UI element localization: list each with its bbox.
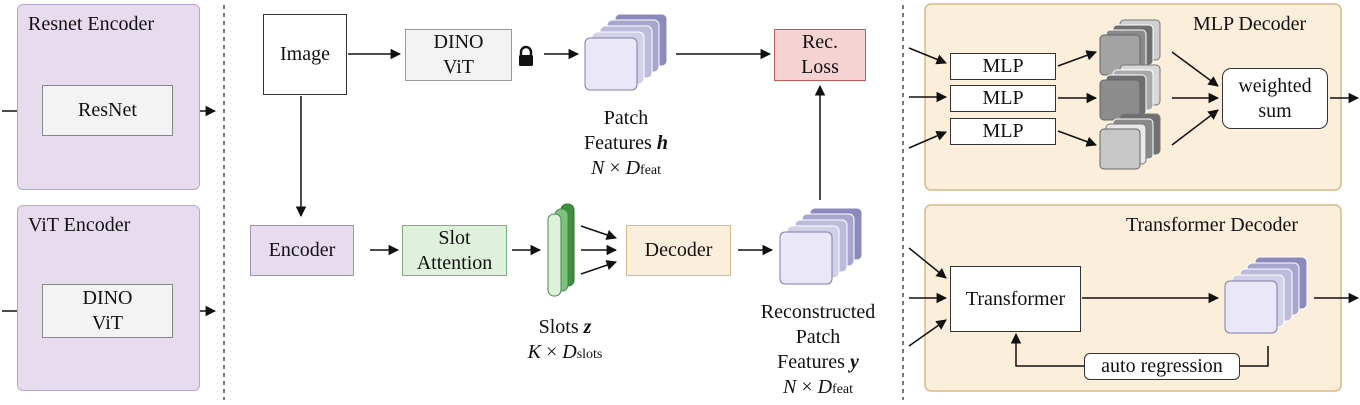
slots-text: Slots <box>538 316 579 338</box>
stack-to-sum-arrow-1 <box>1171 51 1219 87</box>
patch-dim-times: × <box>609 157 621 179</box>
recon-dim-sub: feat <box>832 382 854 397</box>
image-box: Image <box>263 14 347 95</box>
patch-features-label: Patch Features h N × Dfeat <box>546 106 706 183</box>
slots-dim-sub: slots <box>576 347 603 362</box>
transformer-in-arrow-1 <box>908 247 947 279</box>
resnet-block: ResNet <box>42 85 173 136</box>
rec-loss-box: Rec. Loss <box>774 29 866 81</box>
rec-loss-line2: Loss <box>801 56 839 78</box>
gray-feature-stack-icon <box>1099 19 1161 76</box>
vit-encoder-dino-line1: DINO <box>82 287 133 309</box>
gray-feature-stack-icon <box>1099 113 1161 170</box>
slots-label: Slots z K × Dslots <box>490 315 640 367</box>
mlp-out-arrow-3 <box>1057 130 1097 147</box>
mlp-box-3: MLP <box>950 118 1056 145</box>
weighted-sum-line2: sum <box>1258 99 1292 122</box>
slots-dim-d: D <box>562 341 577 363</box>
mlp-out-arrow-1 <box>1057 50 1097 67</box>
auto-regression-loop-left <box>1010 332 1084 367</box>
patch-dim-d: D <box>625 157 641 179</box>
slots-dim-k: K <box>527 341 541 363</box>
auto-regression-loop-right <box>1240 346 1269 367</box>
transformer-decoder-title: Transformer Decoder <box>1126 214 1298 236</box>
resnet-encoder-title: Resnet Encoder <box>28 13 155 35</box>
recon-dim-d: D <box>817 376 833 398</box>
decoder-box: Decoder <box>626 225 731 276</box>
slot-attention-line2: Attention <box>416 251 493 274</box>
reconstructed-features-label: Reconstructed Patch Features y N × Dfeat <box>738 300 898 402</box>
slot-stack-icon <box>547 203 575 297</box>
vit-encoder-dino-block: DINO ViT <box>42 284 173 338</box>
auto-regression-box: auto regression <box>1084 353 1240 380</box>
recon-symbol: y <box>849 351 859 373</box>
transformer-in-arrow-3 <box>908 319 947 347</box>
mlp-box-1: MLP <box>950 53 1056 80</box>
recon-line1: Reconstructed <box>760 301 876 323</box>
recon-dim-times: × <box>801 376 813 398</box>
mlp-box-2: MLP <box>950 85 1056 112</box>
slots-to-decoder-arrow-1 <box>580 225 617 240</box>
transformer-box: Transformer <box>950 266 1081 332</box>
rec-loss-line1: Rec. <box>801 31 839 53</box>
encoder-box: Encoder <box>250 225 354 276</box>
stack-to-sum-arrow-3 <box>1171 109 1219 146</box>
patch-features-line1: Patch <box>603 107 649 129</box>
dino-vit-box: DINO ViT <box>405 29 512 81</box>
mlp-in-arrow-3 <box>908 130 947 149</box>
vit-encoder-dino-line2: ViT <box>91 312 123 334</box>
weighted-sum-line1: weighted <box>1238 74 1312 97</box>
slots-dim-times: × <box>545 341 558 363</box>
slot-attention-box: Slot Attention <box>402 225 507 276</box>
slots-symbol: z <box>583 316 592 338</box>
slot-attention-line1: Slot <box>438 226 471 249</box>
dino-vit-line2: ViT <box>442 56 474 78</box>
recon-dim-n: N <box>782 376 797 398</box>
vit-encoder-title: ViT Encoder <box>28 214 131 236</box>
feature-stack-icon <box>584 13 668 91</box>
patch-dim-n: N <box>590 157 605 179</box>
mlp-in-arrow-1 <box>908 47 947 65</box>
patch-features-line2: Features <box>584 132 652 154</box>
feature-stack-icon <box>779 207 863 285</box>
weighted-sum-box: weighted sum <box>1222 68 1328 129</box>
patch-dim-sub: feat <box>640 163 662 178</box>
dino-vit-line1: DINO <box>433 31 484 53</box>
feature-stack-icon <box>1224 256 1308 334</box>
mlp-decoder-title: MLP Decoder <box>1193 13 1307 35</box>
slots-to-decoder-arrow-3 <box>580 260 617 275</box>
recon-line2: Patch <box>795 326 841 348</box>
recon-line3: Features <box>777 351 845 373</box>
lock-icon <box>519 45 533 66</box>
patch-features-symbol: h <box>656 132 668 154</box>
gray-feature-stack-icon <box>1099 64 1161 121</box>
